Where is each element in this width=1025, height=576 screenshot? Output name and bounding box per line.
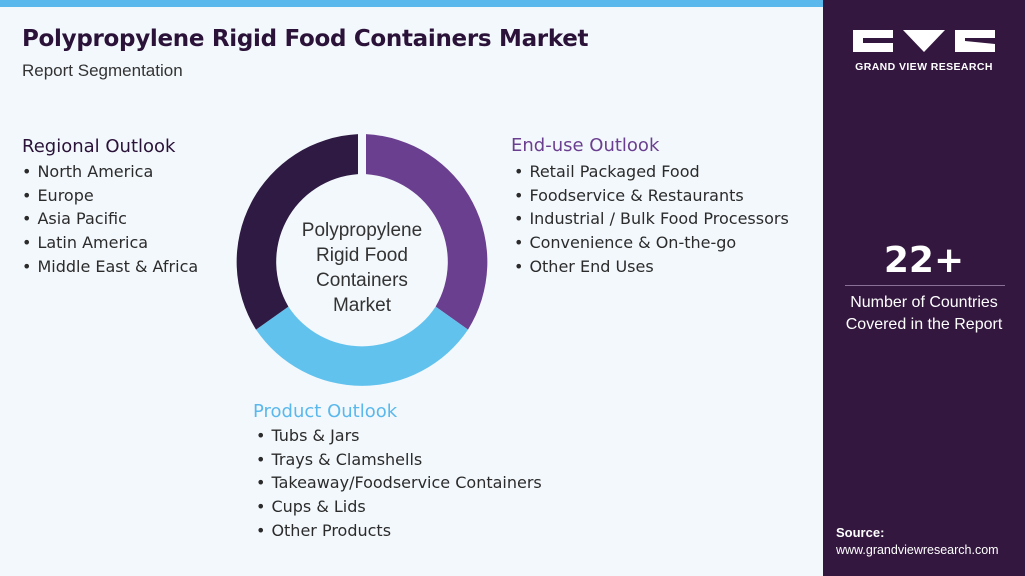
page-subtitle: Report Segmentation (22, 61, 183, 80)
end-use-outlook-title: End-use Outlook (511, 135, 660, 156)
end-use-item: Other End Uses (514, 255, 789, 279)
product-item: Tubs & Jars (256, 424, 542, 448)
countries-count: 22+ (883, 240, 965, 281)
end-use-outlook-list: Retail Packaged Food Foodservice & Resta… (514, 160, 789, 279)
source-url: www.grandviewresearch.com (836, 543, 999, 557)
sidebar-panel (823, 0, 1025, 576)
donut-segment-end-use (366, 134, 488, 330)
product-item: Takeaway/Foodservice Containers (256, 471, 541, 495)
center-line: Polypropylene (301, 220, 423, 241)
regional-item: Asia Pacific (22, 207, 198, 231)
caption-line: Number of Countries (850, 294, 998, 311)
product-outlook-title: Product Outlook (253, 401, 398, 422)
countries-caption: Number of Countries Covered in the Repor… (823, 292, 1025, 336)
product-item: Other Products (256, 519, 542, 543)
donut-segment-regional (236, 134, 358, 330)
regional-outlook-list: North America Europe Asia Pacific Latin … (22, 160, 198, 278)
end-use-item: Foodservice & Restaurants (514, 184, 789, 208)
end-use-item: Convenience & On-the-go (514, 231, 789, 255)
regional-item: North America (22, 160, 198, 184)
product-item: Trays & Clamshells (256, 448, 542, 472)
product-outlook-list: Tubs & Jars Trays & Clamshells Takeaway/… (256, 424, 542, 543)
page-title: Polypropylene Rigid Food Containers Mark… (22, 26, 589, 52)
center-line: Market (332, 295, 392, 316)
caption-line: Covered in the Report (845, 316, 1003, 333)
product-item: Cups & Lids (256, 495, 542, 519)
grand-view-research-logo (853, 30, 995, 52)
regional-item: Middle East & Africa (22, 255, 198, 279)
brand-name: GRAND VIEW RESEARCH (855, 61, 993, 73)
source-label: Source: (836, 525, 885, 540)
end-use-item: Retail Packaged Food (514, 160, 789, 184)
donut-center-label: Polypropylene Rigid Food Containers Mark… (282, 218, 442, 318)
regional-item: Latin America (22, 231, 198, 255)
donut-segment-product (256, 306, 468, 386)
center-line: Rigid Food (316, 245, 408, 266)
center-line: Containers (316, 270, 408, 291)
end-use-item: Industrial / Bulk Food Processors (514, 207, 788, 231)
regional-outlook-title: Regional Outlook (22, 136, 176, 157)
sidebar-divider (845, 285, 1005, 286)
segmentation-donut (236, 134, 488, 386)
regional-item: Europe (22, 184, 198, 208)
